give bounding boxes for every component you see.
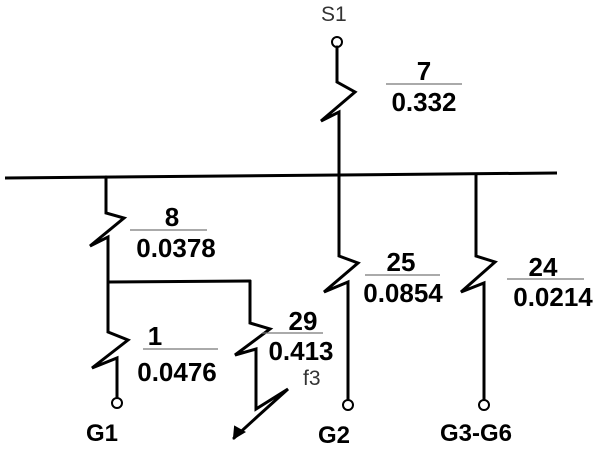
- g1-label: G1: [86, 420, 118, 447]
- branch-24-number: 24: [529, 252, 558, 282]
- g3g6-node: [478, 399, 490, 411]
- g3g6-label: G3-G6: [440, 420, 512, 447]
- branch-1-number: 1: [148, 321, 162, 351]
- branch-1-wire: [91, 280, 131, 400]
- g1-node: [111, 397, 123, 409]
- g2-label: G2: [318, 422, 350, 449]
- branch-8-number: 8: [165, 202, 179, 232]
- branch-7-value: 0.332: [391, 87, 456, 117]
- branch-8-wire: [89, 175, 128, 284]
- branch-25-wire: [323, 173, 361, 402]
- branch-8-value: 0.0378: [136, 233, 216, 263]
- fault-arrow-wire: [232, 387, 290, 440]
- branch-7-number: 7: [417, 56, 431, 86]
- branch-29-wire: [234, 279, 274, 395]
- branch-7-wire: [320, 45, 358, 177]
- g1-f3-connector: [106, 279, 252, 284]
- branch-24-wire: [460, 172, 498, 402]
- s1-label: S1: [321, 3, 347, 26]
- branch-29-value: 0.413: [268, 336, 333, 366]
- branch-25-number: 25: [387, 247, 416, 277]
- branch-25-value: 0.0854: [363, 278, 443, 308]
- f3-label: f3: [303, 367, 321, 390]
- branch-1-value: 0.0476: [137, 357, 217, 387]
- fault-arrow-head: [232, 425, 246, 440]
- branch-29-number: 29: [289, 306, 318, 336]
- main-bus: [4, 171, 558, 180]
- g2-node: [342, 399, 354, 411]
- branch-24-value: 0.0214: [513, 282, 593, 312]
